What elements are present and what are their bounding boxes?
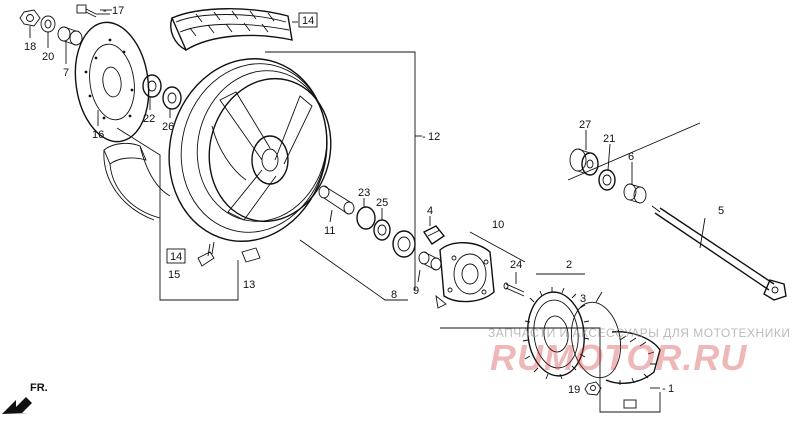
part-6: 6 (628, 151, 634, 163)
part-25: 25 (376, 197, 388, 209)
part-12: 12 (428, 131, 440, 143)
part-23: 23 (358, 187, 370, 199)
watermark-tagline: ЗАПЧАСТИ И АКСЕССУАРЫ ДЛЯ МОТОТЕХНИКИ (488, 326, 791, 340)
label-1-prefix: - (662, 383, 666, 395)
nut-19 (584, 381, 602, 396)
bracket-8 (299, 239, 408, 301)
bearing-25 (373, 219, 391, 241)
leader-10 (469, 231, 526, 263)
part-24: 24 (510, 259, 522, 271)
brake-disc (74, 21, 150, 143)
part-20: 20 (42, 51, 54, 63)
part-4: 4 (427, 205, 433, 217)
part-13: 13 (243, 279, 255, 291)
label-12-prefix: - (422, 131, 426, 143)
spacer-11 (318, 185, 355, 215)
front-arrow-icon (2, 397, 32, 414)
bracket-12 (265, 51, 416, 290)
stud-24 (503, 282, 525, 297)
rear-wheel-rim (168, 58, 332, 242)
part-1: 1 (668, 383, 674, 395)
box-14-top (298, 12, 318, 28)
box-14-bottom (166, 248, 186, 264)
nut-18 (19, 9, 41, 27)
part-11: 11 (324, 225, 335, 237)
part-5: 5 (718, 205, 724, 217)
collar-6 (623, 183, 647, 204)
part-3: 3 (580, 293, 586, 305)
label-17-prefix: - (103, 5, 107, 17)
axle-5 (651, 205, 787, 301)
damper-4 (422, 225, 446, 245)
direction-label: FR. (30, 382, 48, 394)
part-22: 22 (143, 113, 155, 125)
part-27: 27 (579, 119, 591, 131)
part-9: 9 (413, 285, 419, 297)
leader-27 (567, 122, 701, 181)
bolt-15 (197, 241, 215, 267)
part-14-bottom: 14 (170, 251, 182, 263)
mudguard-segment (103, 142, 171, 221)
part-17: 17 (112, 5, 124, 17)
balance-weight-13 (241, 247, 261, 263)
bearing-26 (162, 86, 182, 110)
seal-8 (392, 230, 416, 258)
part-7: 7 (63, 67, 69, 79)
sprocket-flange (435, 242, 495, 309)
bolt-17 (76, 4, 97, 18)
drive-chain (571, 301, 661, 385)
part-16: 16 (92, 129, 104, 141)
collar-7 (57, 26, 83, 46)
part-21: 21 (603, 133, 615, 145)
part-18: 18 (24, 41, 36, 53)
part-2: 2 (566, 259, 572, 271)
washer-20 (40, 15, 56, 33)
bracket-wheel-group (116, 127, 239, 301)
bearing-22 (142, 74, 162, 98)
collar-9 (418, 251, 442, 271)
watermark-logo: RUMOTOR.RU (490, 337, 748, 378)
bearing-27 (569, 148, 599, 176)
part-26: 26 (162, 121, 174, 133)
oring-23 (356, 206, 376, 230)
part-8: 8 (391, 289, 397, 301)
part-10: 10 (492, 219, 504, 231)
chain-joint (623, 399, 637, 409)
driven-sprocket (522, 287, 590, 380)
part-14-top: 14 (302, 15, 314, 27)
seal-21 (598, 169, 616, 191)
part-19: 19 (568, 384, 580, 396)
bracket-1 (440, 327, 661, 413)
tire-tread-section (170, 8, 293, 52)
part-15: 15 (168, 269, 180, 281)
